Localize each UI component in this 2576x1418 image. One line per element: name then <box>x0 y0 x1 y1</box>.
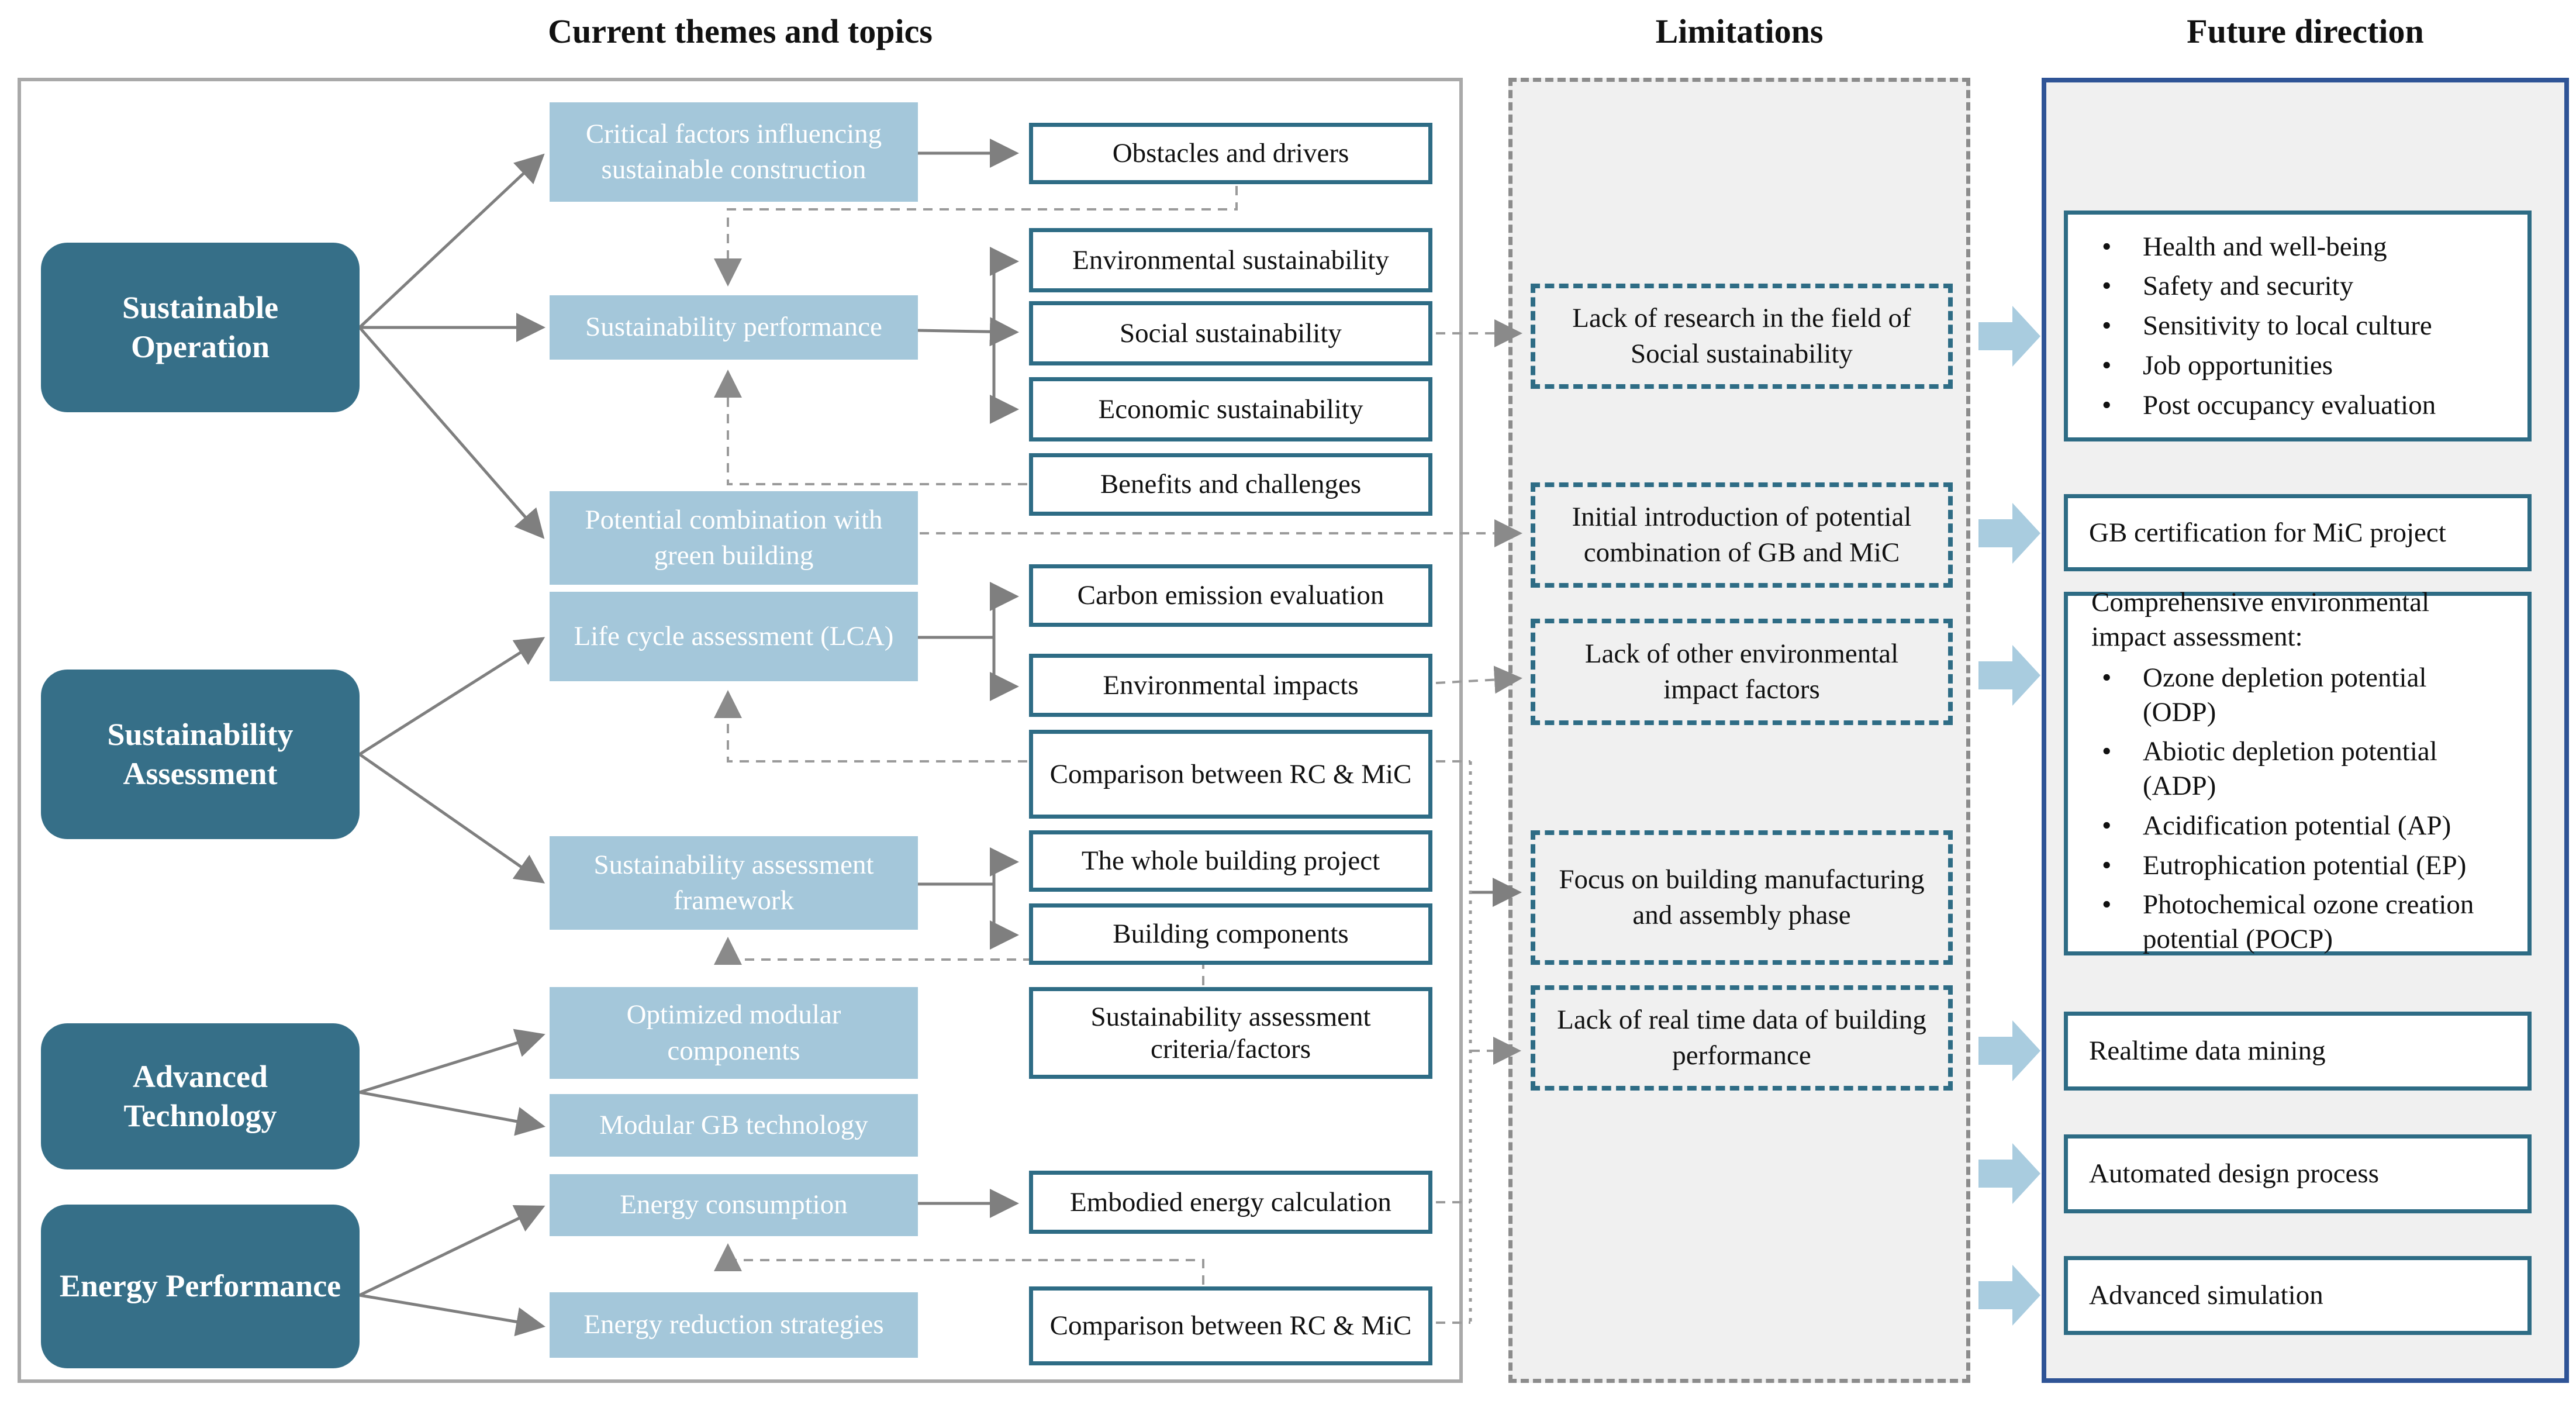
topic-carbon-emission: Carbon emission evaluation <box>1029 564 1432 627</box>
list-item: Acidification potential (AP) <box>2091 809 2504 843</box>
list-title: Comprehensive environmental impact asses… <box>2091 587 2430 652</box>
theme-modular-gb-technology: Modular GB technology <box>550 1094 918 1157</box>
topic-comparison-rc-mic-2: Comparison between RC & MiC <box>1029 1286 1432 1365</box>
future-advanced-simulation: Advanced simulation <box>2064 1256 2532 1335</box>
category-sustainability-assessment: Sustainability Assessment <box>41 670 360 839</box>
limitation-gb-mic-combination: Initial introduction of potential combin… <box>1531 482 1953 588</box>
block-arrow-icon <box>1978 1143 2040 1204</box>
list-item: Safety and security <box>2091 269 2504 303</box>
theme-life-cycle-assessment: Life cycle assessment (LCA) <box>550 592 918 681</box>
list-item: Ozone depletion potential (ODP) <box>2091 661 2504 730</box>
topic-environmental-impacts: Environmental impacts <box>1029 654 1432 717</box>
topic-obstacles-drivers: Obstacles and drivers <box>1029 123 1432 184</box>
future-gb-certification: GB certification for MiC project <box>2064 494 2532 571</box>
solid-connectors <box>358 139 1522 1337</box>
topic-environmental-sustainability: Environmental sustainability <box>1029 228 1432 292</box>
bullet-list: Ozone depletion potential (ODP) Abiotic … <box>2091 655 2504 962</box>
panel-limitations <box>1508 78 1970 1383</box>
topic-embodied-energy: Embodied energy calculation <box>1029 1171 1432 1234</box>
category-energy-performance: Energy Performance <box>41 1205 360 1368</box>
bullet-list: Health and well-being Safety and securit… <box>2091 225 2504 428</box>
header-limitations: Limitations <box>1655 12 1824 50</box>
theme-energy-reduction: Energy reduction strategies <box>550 1292 918 1358</box>
block-arrow-icon <box>1978 645 2040 706</box>
list-item: Eutrophication potential (EP) <box>2091 848 2504 883</box>
topic-building-components: Building components <box>1029 903 1432 965</box>
future-comprehensive-assessment: Comprehensive environmental impact asses… <box>2064 587 2532 955</box>
list-item: Abiotic depletion potential (ADP) <box>2091 734 2504 803</box>
block-arrow-icon <box>1978 306 2040 367</box>
list-item: Health and well-being <box>2091 230 2504 264</box>
block-arrow-icon <box>1978 503 2040 564</box>
future-social-benefits-list: Health and well-being Safety and securit… <box>2064 211 2532 441</box>
theme-potential-combination-gb: Potential combination with green buildin… <box>550 491 918 585</box>
limitation-social-sustainability: Lack of research in the field of Social … <box>1531 284 1953 389</box>
limitation-realtime-data: Lack of real time data of building perfo… <box>1531 985 1953 1091</box>
limitation-impact-factors: Lack of other environmental impact facto… <box>1531 619 1953 725</box>
limitation-manufacturing-phase: Focus on building manufacturing and asse… <box>1531 830 1953 965</box>
list-item: Job opportunities <box>2091 349 2504 383</box>
topic-whole-building-project: The whole building project <box>1029 830 1432 892</box>
theme-assessment-framework: Sustainability assessment framework <box>550 836 918 930</box>
list-item: Sensitivity to local culture <box>2091 309 2504 343</box>
header-future-direction: Future direction <box>2187 12 2424 50</box>
topic-social-sustainability: Social sustainability <box>1029 301 1432 365</box>
topic-economic-sustainability: Economic sustainability <box>1029 377 1432 441</box>
category-advanced-technology: Advanced Technology <box>41 1023 360 1169</box>
theme-sustainability-performance: Sustainability performance <box>550 295 918 360</box>
header-current-themes: Current themes and topics <box>548 12 933 50</box>
dashed-connectors <box>714 186 1522 1324</box>
list-item: Photochemical ozone creation potential (… <box>2091 888 2504 957</box>
topic-assessment-criteria: Sustainability assessment criteria/facto… <box>1029 987 1432 1079</box>
theme-optimized-modular: Optimized modular components <box>550 987 918 1079</box>
list-item: Post occupancy evaluation <box>2091 388 2504 423</box>
theme-energy-consumption: Energy consumption <box>550 1174 918 1236</box>
topic-comparison-rc-mic-1: Comparison between RC & MiC <box>1029 730 1432 819</box>
block-arrow-icon <box>1978 1020 2040 1081</box>
category-sustainable-operation: Sustainable Operation <box>41 243 360 412</box>
block-arrows <box>1978 306 2040 1326</box>
topic-benefits-challenges: Benefits and challenges <box>1029 453 1432 516</box>
block-arrow-icon <box>1978 1265 2040 1326</box>
future-realtime-data-mining: Realtime data mining <box>2064 1012 2532 1091</box>
theme-critical-factors: Critical factors influencing sustainable… <box>550 102 918 202</box>
future-automated-design-process: Automated design process <box>2064 1134 2532 1213</box>
